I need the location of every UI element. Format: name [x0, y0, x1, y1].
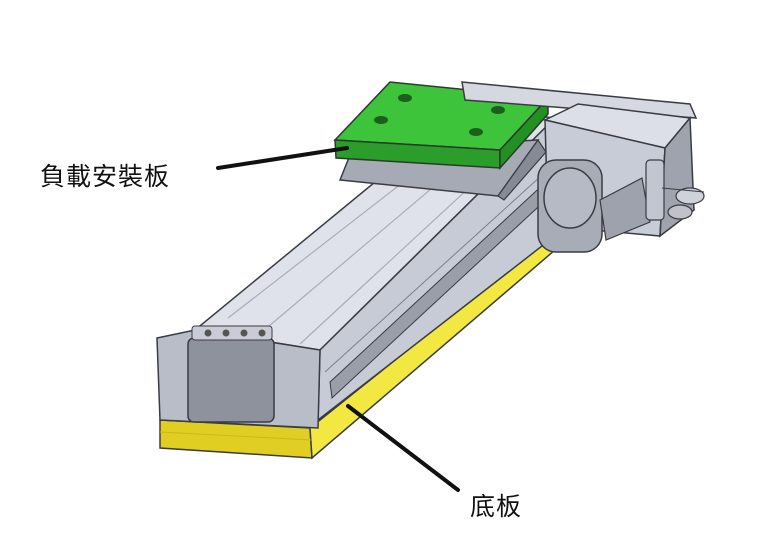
screw-hole-icon — [240, 329, 248, 337]
leader-line-base-plate — [346, 404, 460, 492]
label-load-mounting-plate: 負載安裝板 — [40, 162, 171, 191]
screw-hole-icon — [398, 94, 412, 102]
screw-hole-icon — [374, 116, 388, 124]
screw-hole-icon — [204, 329, 212, 337]
screw-hole-icon — [491, 106, 505, 114]
motor-assembly — [461, 81, 705, 253]
load-plate-side — [499, 96, 549, 170]
screw-hole-icon — [469, 128, 483, 136]
label-base-plate: 底板 — [470, 492, 523, 521]
base-plate — [159, 236, 556, 460]
screw-hole-icon — [258, 329, 266, 337]
front-end-cover — [187, 337, 275, 423]
leader-line-load-plate — [216, 146, 349, 170]
screw-hole-icon — [222, 329, 230, 337]
